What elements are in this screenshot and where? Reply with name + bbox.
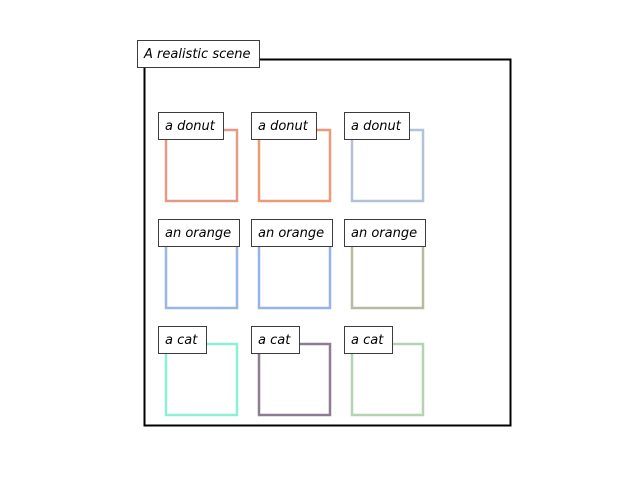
object-cell: a donut <box>158 112 239 203</box>
object-label: a cat <box>165 333 198 348</box>
object-cell: a cat <box>158 326 239 417</box>
scene-title-tag: A realistic scene <box>137 40 260 68</box>
object-label: a donut <box>351 119 402 134</box>
object-label-box <box>251 326 300 354</box>
object-label-box <box>251 219 333 247</box>
object-label-box <box>344 326 393 354</box>
object-label-box <box>158 112 224 140</box>
object-grid: a donut a donut a donut an orange an orange a… <box>158 112 426 417</box>
object-cell: an orange <box>344 219 426 310</box>
object-label: a cat <box>258 333 291 348</box>
scene-title-box <box>137 40 260 68</box>
object-label: an orange <box>351 226 417 241</box>
object-label-box <box>344 219 426 247</box>
scene-title: A realistic scene <box>143 47 250 62</box>
object-cell: a cat <box>251 326 332 417</box>
object-bounding-box <box>164 235 239 310</box>
object-cell: an orange <box>158 219 240 310</box>
object-label: a cat <box>351 333 384 348</box>
object-bounding-box <box>350 342 425 417</box>
object-cell: a donut <box>344 112 425 203</box>
scene-frame <box>143 58 512 427</box>
object-bounding-box <box>164 128 239 203</box>
object-label: a donut <box>165 119 216 134</box>
object-label-box <box>344 112 410 140</box>
object-bounding-box <box>350 235 425 310</box>
object-label: an orange <box>258 226 324 241</box>
object-bounding-box <box>257 128 332 203</box>
object-label-box <box>251 112 317 140</box>
object-bounding-box <box>350 128 425 203</box>
object-bounding-box <box>257 235 332 310</box>
object-cell: an orange <box>251 219 333 310</box>
object-label: a donut <box>258 119 309 134</box>
object-cell: a cat <box>344 326 425 417</box>
object-label: an orange <box>165 226 231 241</box>
object-bounding-box <box>164 342 239 417</box>
object-cell: a donut <box>251 112 332 203</box>
object-label-box <box>158 326 207 354</box>
object-bounding-box <box>257 342 332 417</box>
object-label-box <box>158 219 240 247</box>
